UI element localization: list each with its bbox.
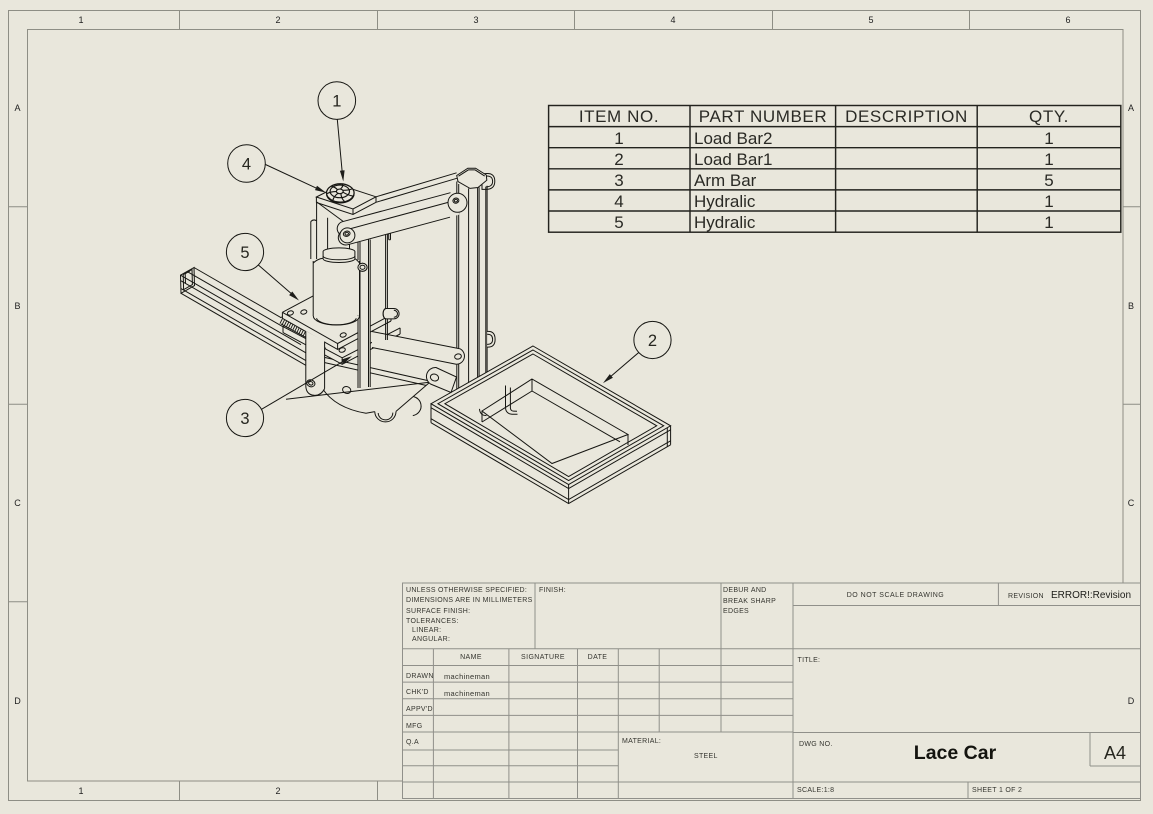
svg-text:3: 3 — [240, 410, 249, 428]
svg-text:1: 1 — [332, 92, 341, 110]
svg-text:2: 2 — [648, 332, 657, 350]
svg-text:4: 4 — [242, 155, 251, 173]
svg-text:5: 5 — [240, 244, 249, 262]
